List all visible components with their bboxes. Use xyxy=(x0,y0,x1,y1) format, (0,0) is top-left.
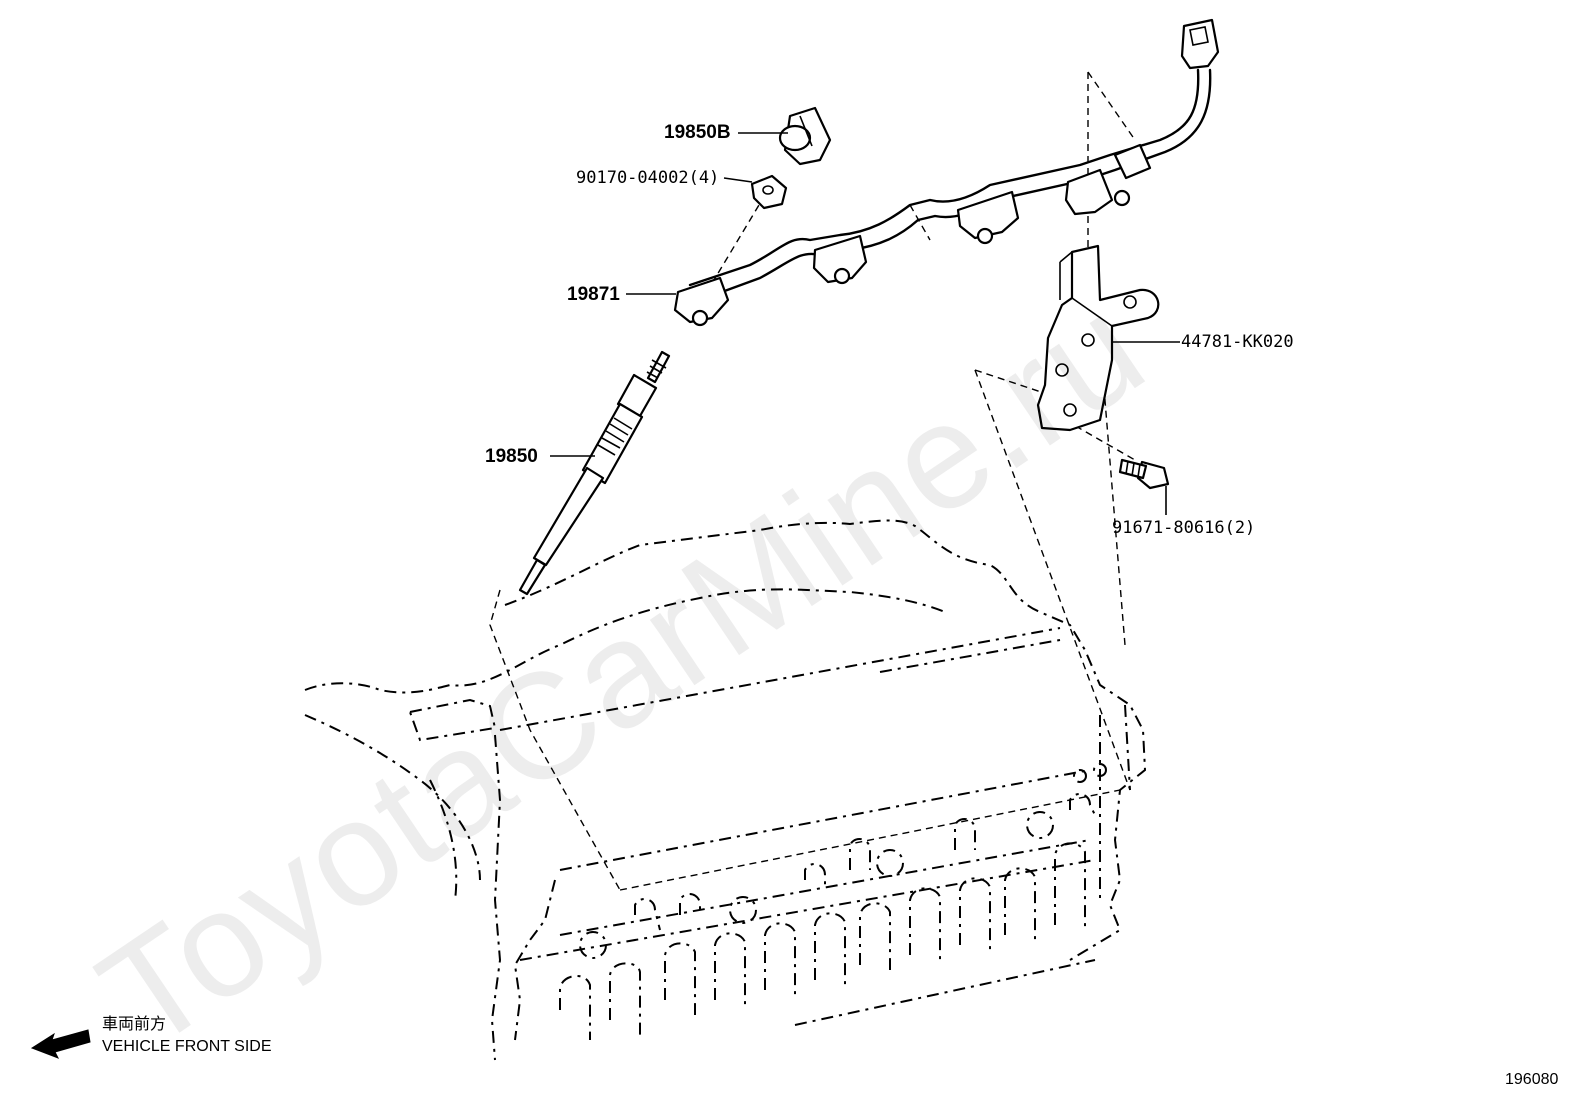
glow-plug-cap xyxy=(778,106,832,166)
cylinder-head-ports xyxy=(559,763,1107,1040)
callout-44781: 44781-KK020 xyxy=(1181,332,1294,352)
front-direction-arrow-icon xyxy=(30,1029,91,1059)
terminal-nut xyxy=(750,174,788,210)
glow-plug xyxy=(518,350,671,596)
harness-bracket xyxy=(1036,244,1160,432)
engine-outline xyxy=(304,519,1147,1061)
front-side-note-en: VEHICLE FRONT SIDE xyxy=(102,1037,272,1055)
wire-harness xyxy=(673,18,1220,327)
callout-90170: 90170-04002(4) xyxy=(576,168,720,188)
callout-19871: 19871 xyxy=(567,284,620,305)
front-side-note-jp: 車両前方 xyxy=(102,1016,167,1033)
callout-91671: 91671-80616(2) xyxy=(1112,518,1256,538)
figure-number: 196080 xyxy=(1505,1071,1559,1088)
callout-19850: 19850 xyxy=(485,446,538,467)
mounting-bolt xyxy=(1118,458,1170,490)
leader-lines xyxy=(550,132,1180,515)
front-side-note: 車両前方 VEHICLE FRONT SIDE xyxy=(102,1014,272,1057)
alignment-lines xyxy=(489,71,1136,891)
callout-19850B: 19850B xyxy=(664,122,731,143)
